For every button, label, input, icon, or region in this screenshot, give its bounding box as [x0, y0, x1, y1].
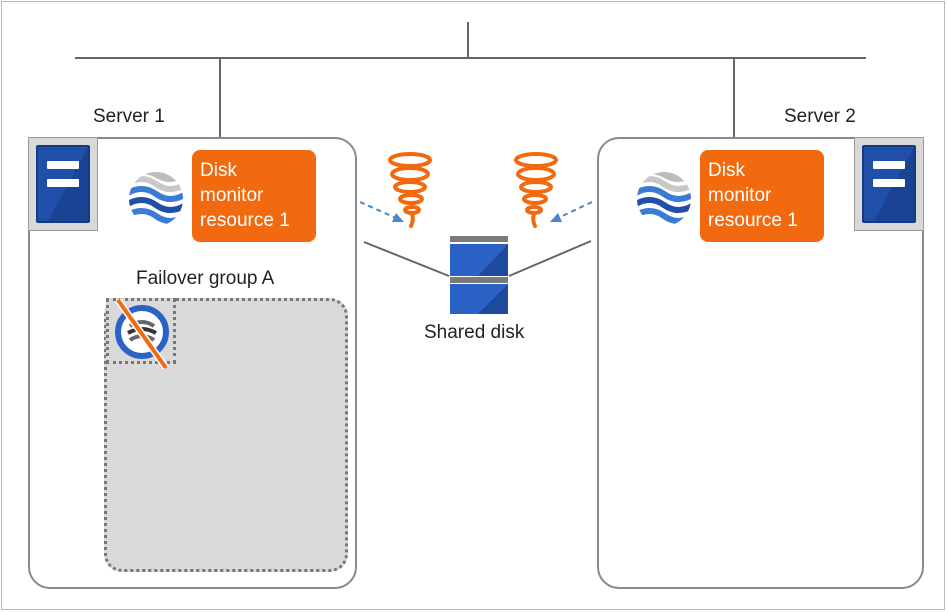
monitor-wave-icon — [637, 172, 691, 226]
server-icon — [36, 145, 90, 223]
monitor-line2: monitor — [708, 185, 772, 206]
server1-disk-link — [363, 241, 450, 277]
monitor-line3: resource 1 — [708, 210, 798, 231]
server2-disk-link — [508, 240, 592, 277]
shared-disk-label: Shared disk — [424, 322, 525, 343]
server-icon — [862, 145, 916, 223]
arrow-right-head — [550, 213, 562, 222]
disk-icon — [450, 236, 508, 314]
monitor-line3: resource 1 — [200, 210, 290, 231]
failed-resource-icon — [115, 297, 169, 370]
monitor-wave-icon — [129, 172, 183, 226]
server1-monitor-resource: Disk monitor resource 1 — [192, 150, 316, 242]
monitor-line2: monitor — [200, 185, 264, 206]
server2-icon-wrap — [854, 137, 924, 231]
failover-group-box — [104, 298, 348, 572]
arrow-left — [359, 201, 397, 219]
server1-label: Server 1 — [93, 106, 165, 127]
arrow-right — [557, 201, 593, 219]
monitor-line1: Disk — [200, 160, 237, 181]
server2-monitor-resource: Disk monitor resource 1 — [700, 150, 824, 242]
monitor-line1: Disk — [708, 160, 745, 181]
tornado-icon — [388, 152, 432, 228]
server2-label: Server 2 — [784, 106, 856, 127]
arrow-left-head — [392, 213, 404, 222]
failover-group-title: Failover group A — [136, 268, 275, 289]
tornado-icon — [514, 152, 558, 228]
server1-icon-wrap — [28, 137, 98, 231]
